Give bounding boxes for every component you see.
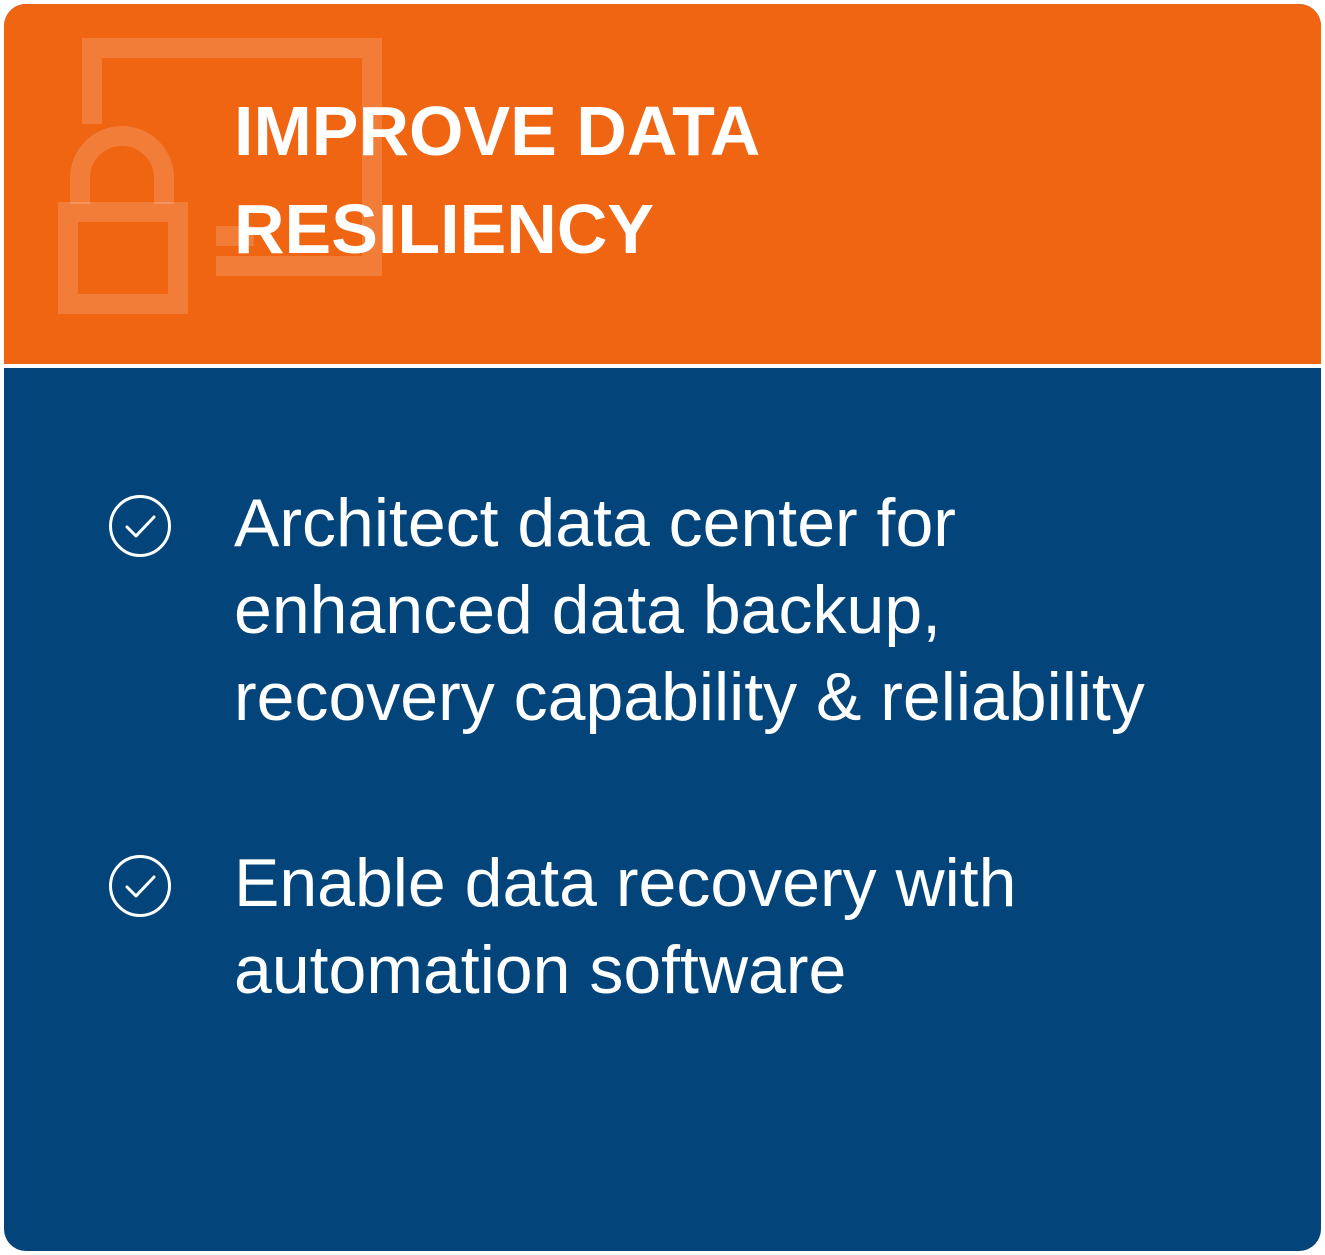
card-header: IMPROVE DATA RESILIENCY: [4, 4, 1321, 364]
list-item-line: automation software: [234, 932, 847, 1008]
list-item-line: Architect data center for: [234, 485, 956, 561]
card-title-line-1: IMPROVE DATA: [234, 92, 761, 170]
list-item-line: recovery capability & reliability: [234, 659, 1145, 735]
list-item-text: Architect data center for enhanced data …: [234, 480, 1314, 741]
header-divider: [4, 364, 1321, 368]
check-circle-icon: [109, 495, 171, 557]
check-circle-icon: [109, 855, 171, 917]
card-title-line-2: RESILIENCY: [234, 190, 655, 268]
list-item-line: Enable data recovery with: [234, 845, 1017, 921]
feature-card: IMPROVE DATA RESILIENCY Architect data c…: [4, 4, 1321, 1251]
list-item-line: enhanced data backup,: [234, 572, 942, 648]
lock-icon: [58, 38, 382, 314]
list-item-text: Enable data recovery with automation sof…: [234, 840, 1314, 1014]
card-title: IMPROVE DATA RESILIENCY: [234, 82, 1134, 278]
